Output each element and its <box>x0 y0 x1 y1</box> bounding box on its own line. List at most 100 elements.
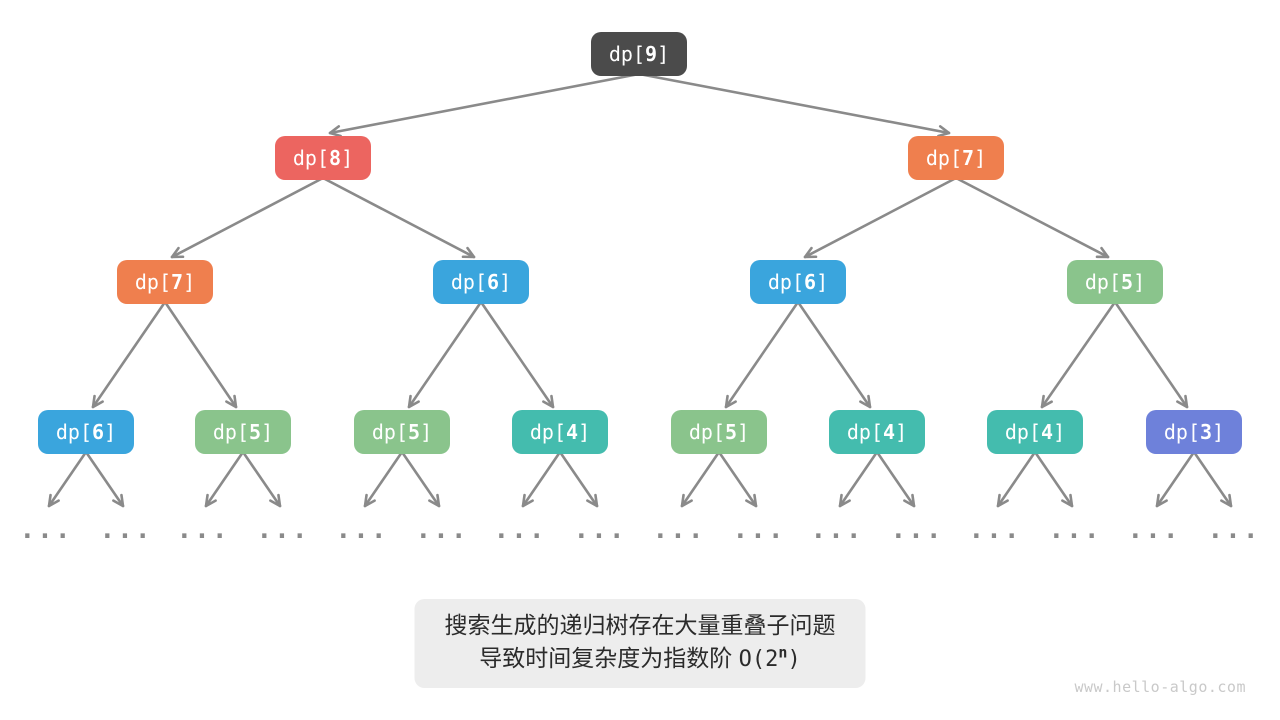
node-label-prefix: dp[ <box>134 270 172 294</box>
node-label-suffix: ] <box>816 270 829 294</box>
node-label-prefix: dp[ <box>55 420 93 444</box>
subtree-ellipsis: ... <box>176 515 230 545</box>
tree-edge-arrow <box>875 451 916 508</box>
subtree-ellipsis: ... <box>415 515 469 545</box>
tree-edge-arrow <box>838 451 879 508</box>
node-label-value: 9 <box>645 42 658 66</box>
formula-close: ) <box>787 647 801 672</box>
tree-node-dp8: dp[8] <box>275 136 371 180</box>
subtree-ellipsis: ... <box>335 515 389 545</box>
tree-node-dp5: dp[5] <box>1067 260 1163 304</box>
tree-edge-arrow <box>803 176 957 259</box>
node-label-value: 3 <box>1200 420 1213 444</box>
node-label-suffix: ] <box>1212 420 1225 444</box>
node-label-suffix: ] <box>183 270 196 294</box>
node-label-suffix: ] <box>974 146 987 170</box>
subtree-ellipsis: ... <box>810 515 864 545</box>
node-label-prefix: dp[ <box>767 270 805 294</box>
tree-edge-arrow <box>1033 451 1074 508</box>
tree-edge-arrow <box>638 72 951 138</box>
tree-edge-arrow <box>47 451 88 508</box>
node-label-suffix: ] <box>499 270 512 294</box>
tree-edge-arrow <box>400 451 441 508</box>
node-label-prefix: dp[ <box>292 146 330 170</box>
node-label-value: 4 <box>883 420 896 444</box>
tree-edge-arrow <box>407 301 483 409</box>
tree-edge-arrow <box>796 301 872 409</box>
node-label-value: 7 <box>962 146 975 170</box>
tree-edge-arrow <box>163 301 238 409</box>
tree-node-dp4: dp[4] <box>829 410 925 454</box>
subtree-ellipsis: ... <box>1127 515 1181 545</box>
tree-node-dp7: dp[7] <box>908 136 1004 180</box>
tree-edge-arrow <box>363 451 404 508</box>
tree-node-dp4: dp[4] <box>987 410 1083 454</box>
node-label-prefix: dp[ <box>688 420 726 444</box>
subtree-ellipsis: ... <box>99 515 153 545</box>
node-label-value: 5 <box>249 420 262 444</box>
subtree-ellipsis: ... <box>493 515 547 545</box>
tree-edge-arrow <box>521 451 562 508</box>
tree-edge-arrow <box>717 451 758 508</box>
node-label-prefix: dp[ <box>529 420 567 444</box>
node-label-prefix: dp[ <box>608 42 646 66</box>
tree-node-dp9: dp[9] <box>591 32 687 76</box>
node-label-value: 4 <box>566 420 579 444</box>
tree-edge-arrow <box>724 301 800 409</box>
tree-edge-arrow <box>241 451 282 508</box>
node-label-prefix: dp[ <box>925 146 963 170</box>
tree-node-dp5: dp[5] <box>195 410 291 454</box>
node-label-suffix: ] <box>737 420 750 444</box>
caption-box: 搜索生成的递归树存在大量重叠子问题 导致时间复杂度为指数阶 O(2n) <box>414 599 866 688</box>
node-label-suffix: ] <box>420 420 433 444</box>
node-label-prefix: dp[ <box>846 420 884 444</box>
tree-edge-arrow <box>955 176 1110 259</box>
tree-edge-arrow <box>1192 451 1233 508</box>
subtree-ellipsis: ... <box>19 515 73 545</box>
tree-edge-arrow <box>170 176 324 259</box>
subtree-ellipsis: ... <box>890 515 944 545</box>
tree-node-dp4: dp[4] <box>512 410 608 454</box>
formula-base: O(2 <box>738 647 779 672</box>
node-label-value: 5 <box>1121 270 1134 294</box>
node-label-value: 6 <box>487 270 500 294</box>
node-label-value: 4 <box>1041 420 1054 444</box>
tree-node-dp6: dp[6] <box>750 260 846 304</box>
tree-node-dp3: dp[3] <box>1146 410 1242 454</box>
node-label-suffix: ] <box>895 420 908 444</box>
subtree-ellipsis: ... <box>256 515 310 545</box>
tree-edge-arrow <box>328 72 640 138</box>
tree-edge-arrow <box>479 301 555 409</box>
node-label-prefix: dp[ <box>212 420 250 444</box>
node-label-suffix: ] <box>657 42 670 66</box>
node-label-suffix: ] <box>261 420 274 444</box>
tree-edge-arrow <box>1113 301 1189 409</box>
complexity-formula: O(2n) <box>738 643 801 672</box>
node-label-prefix: dp[ <box>371 420 409 444</box>
tree-edge-arrow <box>1155 451 1196 508</box>
tree-edge-arrow <box>84 451 125 508</box>
node-label-value: 8 <box>329 146 342 170</box>
formula-exponent: n <box>778 643 788 662</box>
subtree-ellipsis: ... <box>1048 515 1102 545</box>
subtree-ellipsis: ... <box>573 515 627 545</box>
node-label-value: 5 <box>408 420 421 444</box>
node-label-value: 6 <box>92 420 105 444</box>
node-label-suffix: ] <box>104 420 117 444</box>
watermark: www.hello-algo.com <box>1074 678 1246 696</box>
node-label-value: 7 <box>171 270 184 294</box>
node-label-prefix: dp[ <box>450 270 488 294</box>
subtree-ellipsis: ... <box>652 515 706 545</box>
tree-node-dp6: dp[6] <box>38 410 134 454</box>
caption-line1: 搜索生成的递归树存在大量重叠子问题 <box>444 612 836 638</box>
tree-node-dp7: dp[7] <box>117 260 213 304</box>
node-label-suffix: ] <box>1133 270 1146 294</box>
node-label-suffix: ] <box>578 420 591 444</box>
node-label-prefix: dp[ <box>1004 420 1042 444</box>
node-label-suffix: ] <box>341 146 354 170</box>
tree-edge-arrow <box>1040 301 1117 409</box>
tree-edge-arrow <box>680 451 721 508</box>
tree-node-dp5: dp[5] <box>354 410 450 454</box>
